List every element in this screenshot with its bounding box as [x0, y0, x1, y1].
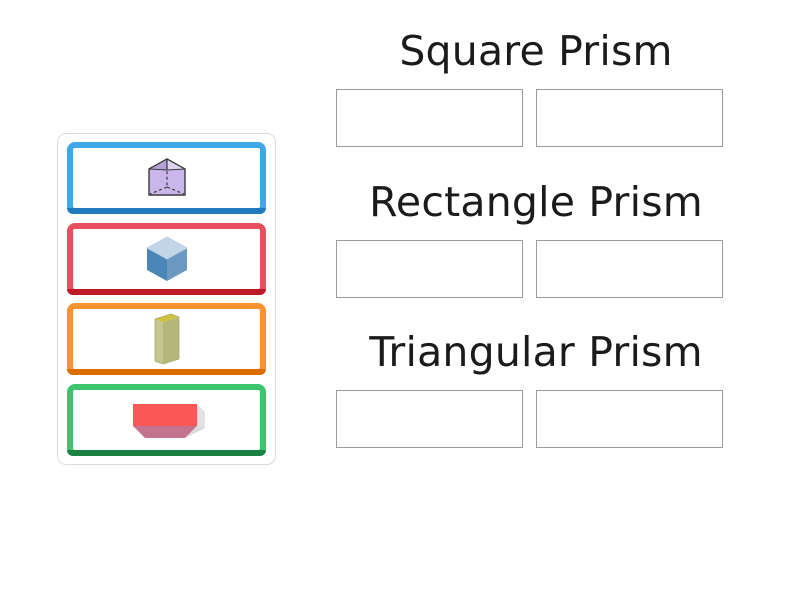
category-group-rectangle-prism: Rectangle Prism — [336, 178, 736, 299]
dropzone-rectangle-prism-2[interactable] — [536, 240, 723, 299]
dropzone-rectangle-prism-1[interactable] — [336, 240, 523, 299]
tall-rectangular-prism-icon — [73, 309, 260, 369]
category-group-square-prism: Square Prism — [336, 27, 736, 148]
draggable-card-tall-rectangular-prism[interactable] — [67, 303, 266, 376]
category-title-triangular-prism: Triangular Prism — [369, 328, 703, 377]
cube-icon — [73, 229, 260, 289]
category-columns: Square Prism Rectangle Prism Triangular … — [336, 27, 736, 450]
flat-rectangular-prism-icon — [73, 390, 260, 450]
category-group-triangular-prism: Triangular Prism — [336, 328, 736, 449]
category-title-square-prism: Square Prism — [399, 27, 673, 75]
draggable-card-flat-rectangular-prism[interactable] — [67, 383, 266, 456]
draggable-card-triangular-prism[interactable] — [67, 142, 266, 214]
shape-card-tray — [57, 133, 276, 465]
dropzone-triangular-prism-1[interactable] — [336, 390, 523, 449]
dropzone-row-triangular-prism — [336, 390, 736, 449]
dropzone-square-prism-2[interactable] — [536, 89, 723, 148]
dropzone-row-rectangle-prism — [336, 240, 736, 299]
category-title-rectangle-prism: Rectangle Prism — [369, 178, 703, 227]
dropzone-square-prism-1[interactable] — [336, 89, 523, 148]
triangular-prism-icon — [73, 148, 260, 208]
draggable-card-cube[interactable] — [67, 222, 266, 295]
dropzone-triangular-prism-2[interactable] — [536, 390, 723, 449]
dropzone-row-square-prism — [336, 89, 736, 148]
